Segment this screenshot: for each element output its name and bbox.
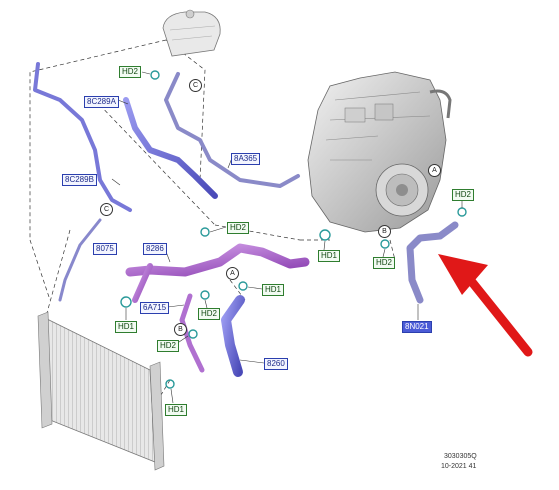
part-label-6a715: 6A715 [140, 302, 170, 314]
part-label-8286: 8286 [143, 243, 167, 255]
clamp-label-hd1-left: HD1 [115, 321, 138, 333]
part-label-8n021: 8N021 [402, 321, 432, 333]
clamp-label-hd2-6a: HD2 [198, 308, 221, 320]
expansion-tank [162, 9, 221, 57]
red-pointer-arrow [438, 254, 533, 357]
engine-block [307, 71, 452, 233]
drawing-code: 3030305Q [444, 453, 477, 460]
ref-c-left: C [100, 203, 113, 216]
hose-8260 [221, 295, 245, 377]
hose-8n021 [406, 221, 459, 304]
hose-8c289b [33, 62, 132, 212]
clamp-label-hd1-mid: HD1 [318, 250, 341, 262]
ref-b-engine: B [378, 225, 391, 238]
clamp-label-hd1-a: HD1 [262, 284, 285, 296]
clamps [120, 70, 467, 389]
ref-a-mid: A [226, 267, 239, 280]
label-leaders [101, 71, 463, 404]
clamp-label-hd2-b: HD2 [157, 340, 180, 352]
clamp-label-hd1-bottom: HD1 [165, 404, 188, 416]
hose-8c289a [123, 97, 218, 199]
hose-8075 [58, 218, 102, 302]
ref-a-engine: A [428, 164, 441, 177]
clamp-label-hd2-right: HD2 [452, 189, 475, 201]
radiator [37, 311, 165, 471]
part-label-8260: 8260 [264, 358, 288, 370]
clamp-label-hd2-mid: HD2 [227, 222, 250, 234]
clamp-label-hd2-top: HD2 [119, 66, 142, 78]
part-label-8075: 8075 [93, 243, 117, 255]
ref-b-low: B [174, 323, 187, 336]
part-label-8a365: 8A365 [231, 153, 261, 165]
hose-8a365 [164, 72, 300, 188]
hoses [33, 62, 459, 377]
hose-8286 [125, 243, 310, 277]
part-label-8c289a: 8C289A [84, 96, 119, 108]
ref-c-top: C [189, 79, 202, 92]
drawing-date: 10-2021 41 [441, 463, 477, 470]
part-label-8c289b: 8C289B [62, 174, 97, 186]
clamp-label-hd2-engine: HD2 [373, 257, 396, 269]
